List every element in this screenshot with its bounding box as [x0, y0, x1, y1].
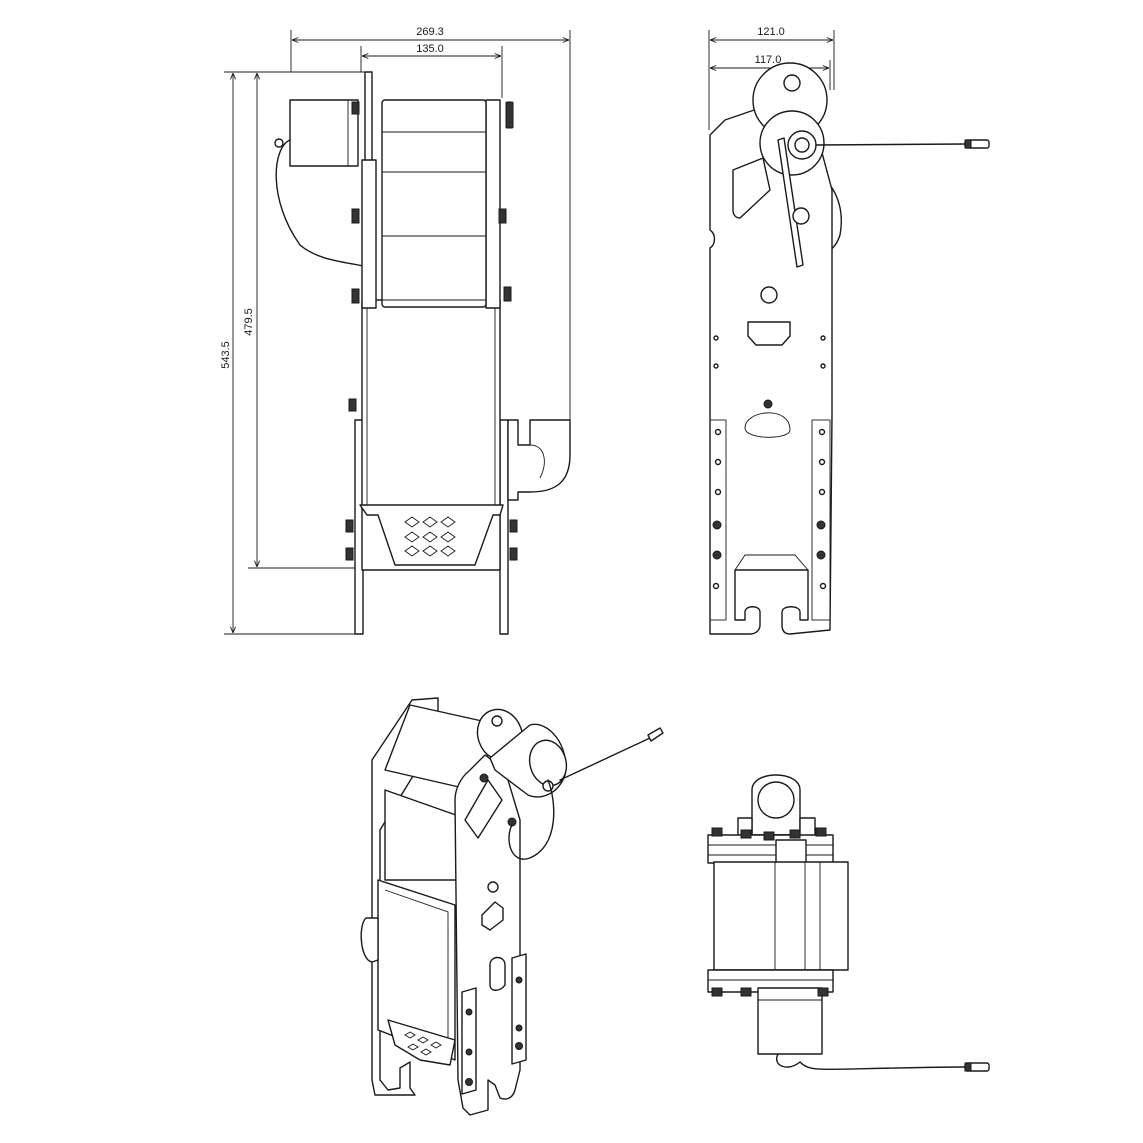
front-mount-plate [364, 71, 373, 163]
dim-label-135: 135.0 [416, 43, 444, 55]
dim-label-479: 479.5 [243, 308, 255, 336]
top-cable [776, 1053, 966, 1071]
iso-front-slot [464, 779, 503, 839]
side-lever [777, 137, 804, 268]
front-motor [289, 99, 359, 167]
iso-outlet [360, 917, 379, 963]
front-drum [381, 99, 487, 308]
top-view [707, 774, 990, 1072]
top-motor [757, 987, 823, 1055]
front-tray-pattern [404, 516, 456, 557]
dim-label-121: 121.0 [757, 26, 785, 38]
dim-front-inner-width: 135.0 [360, 43, 503, 98]
iso-sensor-cable [559, 737, 651, 781]
side-connector-cutout [747, 321, 791, 346]
front-outlet-elbow [507, 419, 571, 501]
top-drum [713, 861, 849, 971]
front-view: 269.3 135.0 543.5 479.5 [220, 26, 571, 635]
dim-side-overall-width: 121.0 [708, 26, 835, 130]
dim-front-overall-height: 543.5 [220, 71, 372, 635]
dim-front-overall-width: 269.3 [290, 26, 571, 420]
iso-hopper [377, 879, 456, 1061]
dim-label-543: 543.5 [220, 341, 232, 369]
side-main-plate [709, 107, 833, 635]
front-motor-cable [275, 139, 373, 269]
side-slot [732, 157, 771, 219]
side-hole [760, 286, 778, 304]
iso-cable-plug [647, 727, 664, 742]
side-cable [815, 143, 966, 146]
isometric-view [360, 697, 664, 1116]
iso-motor-cable [508, 779, 555, 860]
iso-front-rail-left [461, 987, 477, 1095]
iso-front-rail-right [511, 953, 527, 1065]
dim-front-inner-height: 479.5 [243, 71, 362, 569]
front-right-leg [499, 419, 509, 635]
front-tray [359, 504, 504, 566]
dim-label-117: 117.0 [755, 54, 782, 66]
side-view: 121.0 117.0 [708, 26, 990, 635]
dim-label-269: 269.3 [416, 26, 444, 38]
